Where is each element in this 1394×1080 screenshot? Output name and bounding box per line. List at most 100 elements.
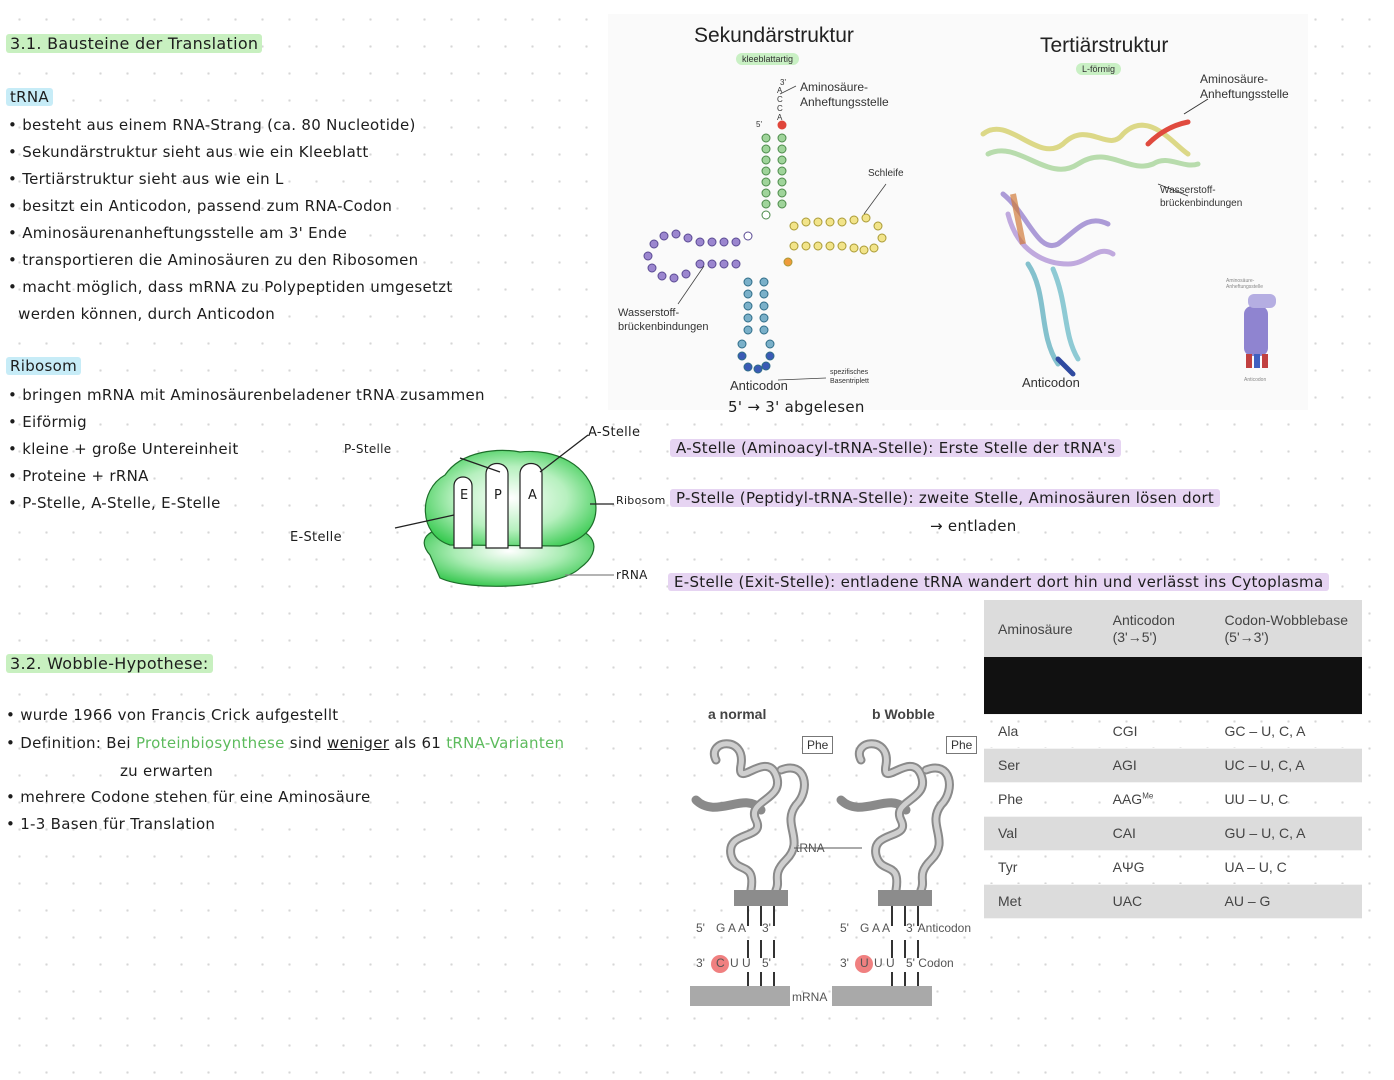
amino-site-label-tertiary: Aminosäure- Anheftungsstelle bbox=[1200, 72, 1289, 101]
list-item: • P-Stelle, A-Stelle, E-Stelle bbox=[8, 494, 221, 512]
mini-trna-model bbox=[1244, 294, 1276, 368]
trna-figure-panel bbox=[608, 14, 1308, 410]
a-codon-5: 5' bbox=[762, 956, 771, 970]
anticodon-block-a bbox=[734, 890, 788, 906]
methyl-superscript: Me bbox=[1142, 791, 1154, 801]
anticodon-label: Anticodon bbox=[730, 378, 788, 393]
anticodon-side-label: 3' Anticodon bbox=[906, 921, 972, 935]
list-item: • transportieren die Aminosäuren zu den … bbox=[8, 251, 419, 269]
basentriplett-label: spezifisches Basentriplett bbox=[830, 369, 869, 385]
list-item: • besitzt ein Anticodon, passend zum RNA… bbox=[8, 197, 393, 215]
rrna-label: rRNA bbox=[616, 568, 648, 582]
b-codon-3: 3' bbox=[840, 956, 849, 970]
p-site-label: P-Stelle bbox=[344, 442, 392, 456]
acceptor-stem bbox=[761, 120, 787, 220]
ribosom-list: • bringen mRNA mit Aminosäurenbeladener … bbox=[8, 382, 485, 517]
list-item: • Sekundärstruktur sieht aus wie ein Kle… bbox=[8, 143, 369, 161]
b-codon-rest: U U bbox=[874, 956, 895, 970]
ribosom-heading: Ribosom bbox=[6, 357, 81, 375]
list-item: • Aminosäurenanheftungsstelle am 3' Ende bbox=[8, 224, 348, 242]
three-prime-label: 3' bbox=[780, 78, 786, 87]
mrna-strand-a bbox=[690, 986, 790, 1006]
mrna-strand-b bbox=[832, 986, 932, 1006]
wobble-item-1: • wurde 1966 von Francis Crick aufgestel… bbox=[6, 706, 339, 724]
list-item: • Proteine + rRNA bbox=[8, 467, 149, 485]
list-item: • bringen mRNA mit Aminosäurenbeladener … bbox=[8, 386, 485, 404]
hbond-label-tertiary: Wasserstoff- brückenbindungen bbox=[1160, 185, 1243, 209]
column-header: Aminosäure bbox=[998, 620, 1073, 637]
anticodon-label-tertiary: Anticodon bbox=[1022, 375, 1080, 390]
ribosome-diagram bbox=[394, 434, 614, 587]
trna-list: • besteht aus einem RNA-Strang (ca. 80 N… bbox=[8, 112, 453, 328]
site-p-slot bbox=[485, 462, 509, 549]
list-item: werden können, durch Anticodon bbox=[8, 305, 276, 323]
five-prime-label: 5' bbox=[756, 120, 762, 129]
e-site-label: E-Stelle bbox=[290, 530, 342, 545]
a-site-label: A-Stelle bbox=[588, 425, 641, 440]
loop-label: Schleife bbox=[868, 168, 904, 179]
slot-e-letter: E bbox=[460, 488, 469, 503]
a-codon-wobble-base: C bbox=[716, 956, 725, 970]
slot-p-letter: P bbox=[494, 488, 503, 503]
a-codon-rest: U U bbox=[730, 956, 751, 970]
ter-structure-title: Tertiärstruktur bbox=[1040, 34, 1169, 57]
acca-label: A C C A bbox=[777, 86, 783, 122]
a-anticodon-3: 3' bbox=[762, 921, 771, 935]
mini-amino-label: Aminosäure- Anheftungsstelle bbox=[1226, 278, 1263, 290]
e-site-description: E-Stelle (Exit-Stelle): entladene tRNA w… bbox=[668, 573, 1330, 591]
t-arm bbox=[783, 213, 887, 267]
list-item: • macht möglich, dass mRNA zu Polypeptid… bbox=[8, 278, 453, 296]
section-3-2-title: 3.2. Wobble-Hypothese: bbox=[6, 654, 213, 673]
mrna-label: mRNA bbox=[792, 990, 828, 1004]
b-anticodon-5: 5' bbox=[840, 921, 849, 935]
wobble-definition-line2: zu erwarten bbox=[120, 762, 214, 780]
a-anticodon-5: 5' bbox=[696, 921, 705, 935]
sec-structure-title: Sekundärstruktur bbox=[694, 24, 854, 47]
trna-structures-drawing bbox=[643, 85, 1276, 381]
column-header: Codon-Wobblebase (5'→3') bbox=[1224, 611, 1349, 645]
ter-structure-subtitle: L-förmig bbox=[1076, 63, 1122, 75]
trna-heading: tRNA bbox=[6, 88, 53, 106]
column-header: Anticodon (3'→5') bbox=[1112, 611, 1175, 645]
site-a-slot bbox=[519, 462, 543, 549]
wobble-item-2: • mehrere Codone stehen für eine Aminosä… bbox=[6, 788, 371, 806]
list-item: • kleine + große Untereinheit bbox=[8, 440, 239, 458]
sec-structure-subtitle: kleeblattartig bbox=[736, 53, 800, 65]
mini-anticodon-label: Anticodon bbox=[1244, 377, 1267, 383]
large-subunit bbox=[424, 449, 597, 547]
wobble-table: Aminosäure Anticodon (3'→5') Codon-Wobbl… bbox=[984, 600, 1362, 919]
wobble-label-normal: a normal bbox=[708, 706, 767, 722]
wobble-item-3: • 1-3 Basen für Translation bbox=[6, 815, 216, 833]
ribosom-label: Ribosom bbox=[616, 494, 666, 507]
section-3-1-title: 3.1. Bausteine der Translation bbox=[6, 34, 263, 53]
site-e-slot bbox=[453, 476, 473, 549]
hbond-label: Wasserstoff- brückenbindungen bbox=[618, 307, 709, 333]
a-codon-3: 3' bbox=[696, 956, 705, 970]
tertiary-ribbon bbox=[980, 119, 1201, 377]
slot-a-letter: A bbox=[528, 488, 538, 503]
list-item: • Tertiärstruktur sieht aus wie ein L bbox=[8, 170, 284, 188]
phe-box-b: Phe bbox=[946, 736, 978, 754]
anticodon-arm bbox=[737, 277, 775, 374]
list-item: • besteht aus einem RNA-Strang (ca. 80 N… bbox=[8, 116, 416, 134]
a-site-description: A-Stelle (Aminoacyl-tRNA-Stelle): Erste … bbox=[670, 439, 1122, 457]
codon-side-label: 5' Codon bbox=[906, 956, 954, 970]
phe-box-a: Phe bbox=[802, 736, 834, 754]
anticodon-block-b bbox=[878, 890, 932, 906]
p-site-description: P-Stelle (Peptidyl-tRNA-Stelle): zweite … bbox=[670, 489, 1221, 507]
b-codon-wobble-base: U bbox=[860, 956, 869, 970]
table-header-row: Aminosäure Anticodon (3'→5') Codon-Wobbl… bbox=[984, 600, 1362, 657]
b-anticodon-bases: G A A bbox=[860, 921, 891, 935]
d-arm bbox=[643, 229, 753, 283]
list-item: • Eiförmig bbox=[8, 413, 87, 431]
wobble-diagram bbox=[690, 739, 954, 1006]
amino-site-label: Aminosäure- Anheftungsstelle bbox=[800, 80, 889, 109]
wobble-label-wobble: b Wobble bbox=[872, 706, 935, 722]
a-anticodon-bases: G A A bbox=[716, 921, 747, 935]
